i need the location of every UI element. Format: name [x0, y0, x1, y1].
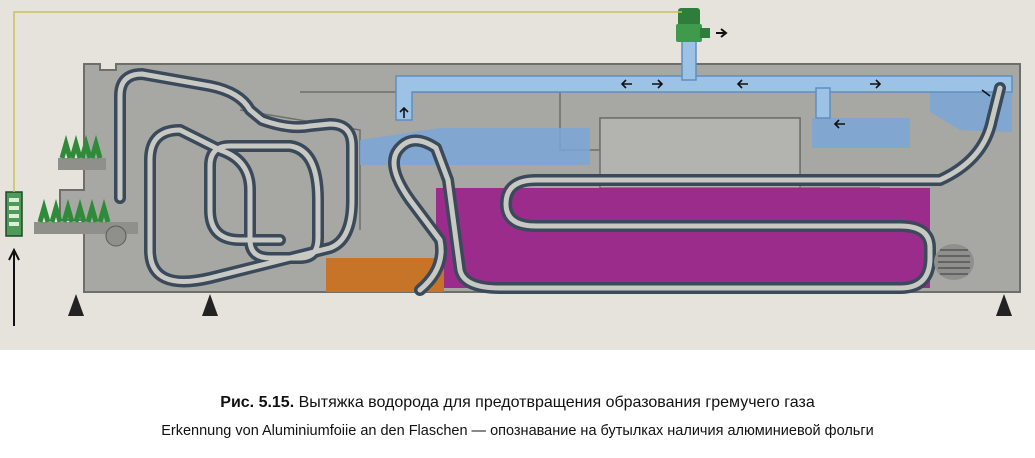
internal-partition [239, 109, 361, 230]
exhaust-arrow-icon [716, 28, 728, 38]
figure-caption: Рис. 5.15. Вытяжка водорода для предотвр… [0, 392, 1035, 442]
airflow-arrow-icon [399, 79, 991, 129]
conveyor-belt-inner [117, 71, 1003, 293]
air-duct [395, 39, 1013, 121]
caption-title-line: Рис. 5.15. Вытяжка водорода для предотвр… [0, 392, 1035, 414]
machine-foot-icon [68, 294, 84, 316]
pasteurizer-diagram [0, 0, 1035, 350]
grille-icon [934, 244, 974, 280]
inlet-arrow-icon [8, 247, 20, 326]
machine-foot-icon [202, 294, 218, 316]
sensor-line [13, 11, 682, 192]
exhaust-fan-icon [676, 8, 710, 42]
cold-zone [812, 118, 910, 148]
hot-zone [436, 188, 930, 288]
sensor-box-icon [5, 191, 23, 237]
machine-foot-icon [996, 294, 1012, 316]
bottle-infeed-icon [58, 134, 106, 170]
figure-label: Рис. 5.15. [220, 394, 295, 411]
figure-title: Вытяжка водорода для предотвращения обра… [298, 394, 815, 411]
warm-zone [326, 258, 444, 292]
bottle-outfeed-icon [34, 198, 138, 247]
figure-subtitle: Erkennung von Aluminiumfoiie an den Flas… [161, 423, 874, 439]
